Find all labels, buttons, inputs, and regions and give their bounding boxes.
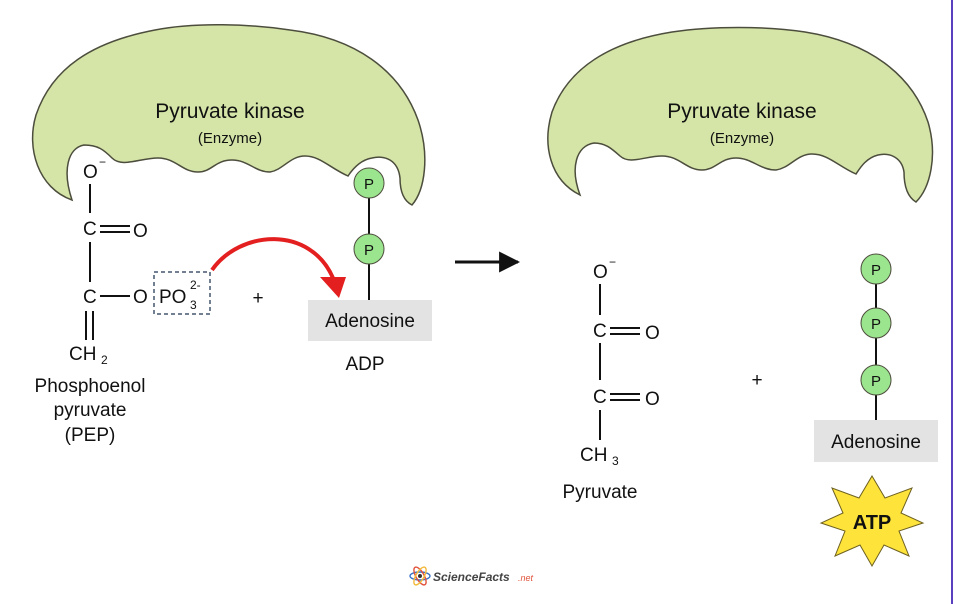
adp-label: ADP <box>345 354 384 375</box>
plus-left: + <box>252 288 263 309</box>
phosphate-transfer-arrow-head <box>320 277 346 298</box>
pyruvate-ch3: CH <box>580 445 607 466</box>
pyruvate-molecule: O − C O C O CH 3 Pyruvate <box>563 255 660 503</box>
sciencefacts-logo: ScienceFacts .net <box>409 566 534 586</box>
adp-adenosine-box <box>308 300 432 341</box>
atom-logo-icon <box>409 566 431 586</box>
pep-molecule: O − C O C O PO 3 2- CH 2 Phosphoenol pyr… <box>35 155 211 446</box>
atp-phosphate-2-label: P <box>871 316 881 333</box>
pyruvate-ch3-sub: 3 <box>612 454 619 468</box>
pep-phosphate-dashed-box <box>153 271 211 315</box>
pep-c-top: C <box>83 219 97 240</box>
phosphate-transfer-arrow <box>210 237 346 298</box>
atp-phosphate-3-label: P <box>871 373 881 390</box>
enzyme-right-shape <box>547 26 934 203</box>
enzyme-left-role: (Enzyme) <box>198 130 262 147</box>
pep-phosphate-sub: 3 <box>190 298 197 312</box>
adp-phosphate-1-label: P <box>364 176 374 193</box>
atp-badge: ATP <box>853 512 892 534</box>
pep-c-mid: C <box>83 287 97 308</box>
atp-phosphate-2 <box>860 307 892 339</box>
pyruvate-c-mid: C <box>593 387 607 408</box>
adp-phosphate-2-label: P <box>364 242 374 259</box>
pyruvate-o-minus: O <box>593 262 608 283</box>
enzyme-left-shape <box>31 24 426 206</box>
pep-ch2: CH <box>69 344 96 365</box>
pep-label-line1: Phosphoenol <box>35 376 146 397</box>
pyruvate-o-top: O <box>645 323 660 344</box>
pep-minus-sign: − <box>99 155 106 169</box>
pep-o-ester: O <box>133 287 148 308</box>
logo-suffix: .net <box>518 573 534 583</box>
plus-right: + <box>751 370 762 391</box>
atp-adenosine-box <box>814 420 938 462</box>
adp-molecule: P P Adenosine ADP <box>308 167 432 375</box>
phosphate-transfer-arrow-curve <box>210 237 335 279</box>
pep-label-line2: pyruvate <box>54 400 127 421</box>
pep-ch2-sub: 2 <box>101 353 108 367</box>
pep-o-minus: O <box>83 162 98 183</box>
adp-phosphate-2 <box>353 233 385 265</box>
adp-adenosine-label: Adenosine <box>325 311 415 332</box>
pep-phosphate: PO <box>159 287 186 308</box>
atp-molecule: P P P Adenosine ATP <box>814 253 938 568</box>
pep-phosphate-sup: 2- <box>190 278 201 292</box>
adp-phosphate-1 <box>353 167 385 199</box>
enzyme-right: Pyruvate kinase (Enzyme) <box>547 26 934 203</box>
atp-phosphate-1 <box>860 253 892 285</box>
pyruvate-label: Pyruvate <box>563 482 638 503</box>
pep-label-line3: (PEP) <box>65 425 116 446</box>
atp-phosphate-1-label: P <box>871 262 881 279</box>
atp-adenosine-label: Adenosine <box>831 432 921 453</box>
atp-star <box>819 475 925 568</box>
pep-o-double: O <box>133 221 148 242</box>
pyruvate-o-mid: O <box>645 389 660 410</box>
enzyme-left-name: Pyruvate kinase <box>155 100 304 123</box>
enzyme-right-role: (Enzyme) <box>710 130 774 147</box>
atp-phosphate-3 <box>860 364 892 396</box>
logo-text: ScienceFacts <box>433 570 510 584</box>
pyruvate-c-top: C <box>593 321 607 342</box>
pyruvate-minus-sign: − <box>609 255 616 269</box>
enzyme-right-name: Pyruvate kinase <box>667 100 816 123</box>
enzyme-left: Pyruvate kinase (Enzyme) <box>31 24 426 206</box>
